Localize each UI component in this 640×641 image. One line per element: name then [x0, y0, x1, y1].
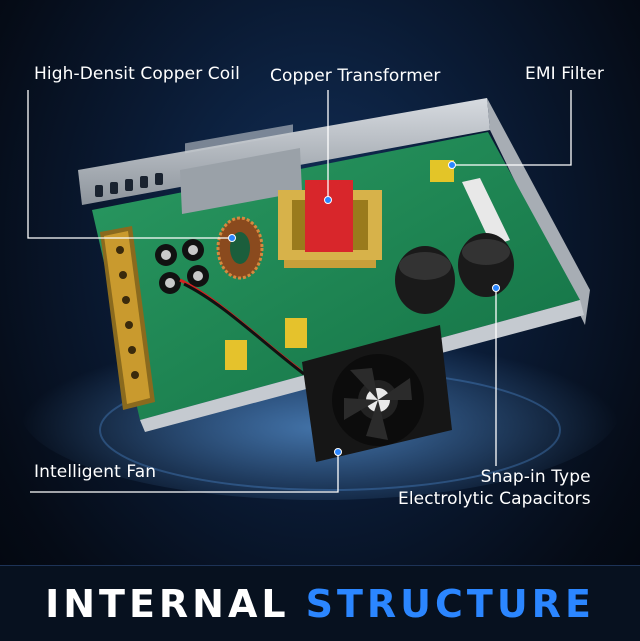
copper-transformer [278, 180, 382, 268]
vent-slots [95, 173, 163, 197]
heat-sink [180, 148, 302, 214]
copper-coil [216, 216, 264, 280]
emi-filter-component [430, 160, 454, 182]
yellow-inductor-2 [285, 318, 307, 348]
terminal-block [100, 226, 155, 410]
dot-marker [228, 161, 500, 456]
electrolytic-capacitors [395, 233, 514, 314]
callout-lines [27, 90, 572, 493]
small-capacitors [155, 239, 209, 294]
callout-capacitors-line2: Electrolytic Capacitors [398, 489, 591, 509]
chassis-right-wall [487, 98, 590, 325]
banner-word-structure: STRUCTURE [305, 581, 595, 626]
callout-copper-coil: High-Densit Copper Coil [34, 64, 240, 84]
yellow-inductor-1 [225, 340, 247, 370]
banner-title: INTERNAL STRUCTURE [0, 566, 640, 641]
callout-copper-transformer: Copper Transformer [270, 66, 441, 86]
fan-icon [302, 325, 452, 462]
callout-intelligent-fan: Intelligent Fan [34, 462, 157, 482]
callout-emi-filter: EMI Filter [525, 64, 604, 84]
callout-capacitors-line1: Snap-in Type [480, 467, 591, 487]
product-illustration [20, 90, 620, 500]
title-banner: INTERNAL STRUCTURE [0, 565, 640, 641]
fan-wire-black [183, 282, 305, 376]
relay [462, 178, 510, 246]
callout-capacitors: Snap-in Type Electrolytic Capacitors [398, 466, 591, 510]
banner-word-internal: INTERNAL [45, 581, 290, 626]
